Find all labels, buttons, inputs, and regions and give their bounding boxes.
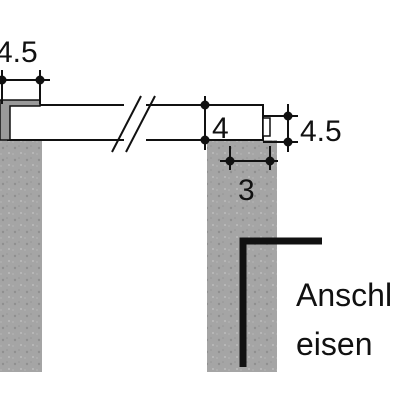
rebar-l-bar — [239, 237, 322, 367]
rebar-label-line2: eisen — [296, 326, 373, 362]
dim-top-left-dot-1 — [0, 75, 7, 85]
dim-right-edge-dot-1 — [283, 111, 293, 121]
dim-right-edge-dot-2 — [283, 137, 293, 147]
dim-right-edge-value: 4.5 — [300, 115, 342, 148]
slab-break-symbol — [111, 95, 156, 153]
left-concrete-wall — [0, 140, 42, 372]
dim-slab-depth-dot-2 — [200, 135, 210, 145]
dim-bearing-dot-2 — [265, 156, 275, 166]
dim-slab-depth-dot-1 — [200, 100, 210, 110]
dim-bearing-value: 3 — [238, 174, 255, 207]
dim-slab-depth-value: 4 — [212, 112, 229, 145]
rebar-label-line1: Anschl — [296, 277, 392, 313]
dim-bearing-dot-1 — [225, 156, 235, 166]
slab-right-step — [262, 117, 271, 137]
dim-top-left — [0, 70, 50, 104]
dim-top-left-dot-2 — [35, 75, 45, 85]
dim-top-left-value: 4.5 — [0, 36, 38, 69]
